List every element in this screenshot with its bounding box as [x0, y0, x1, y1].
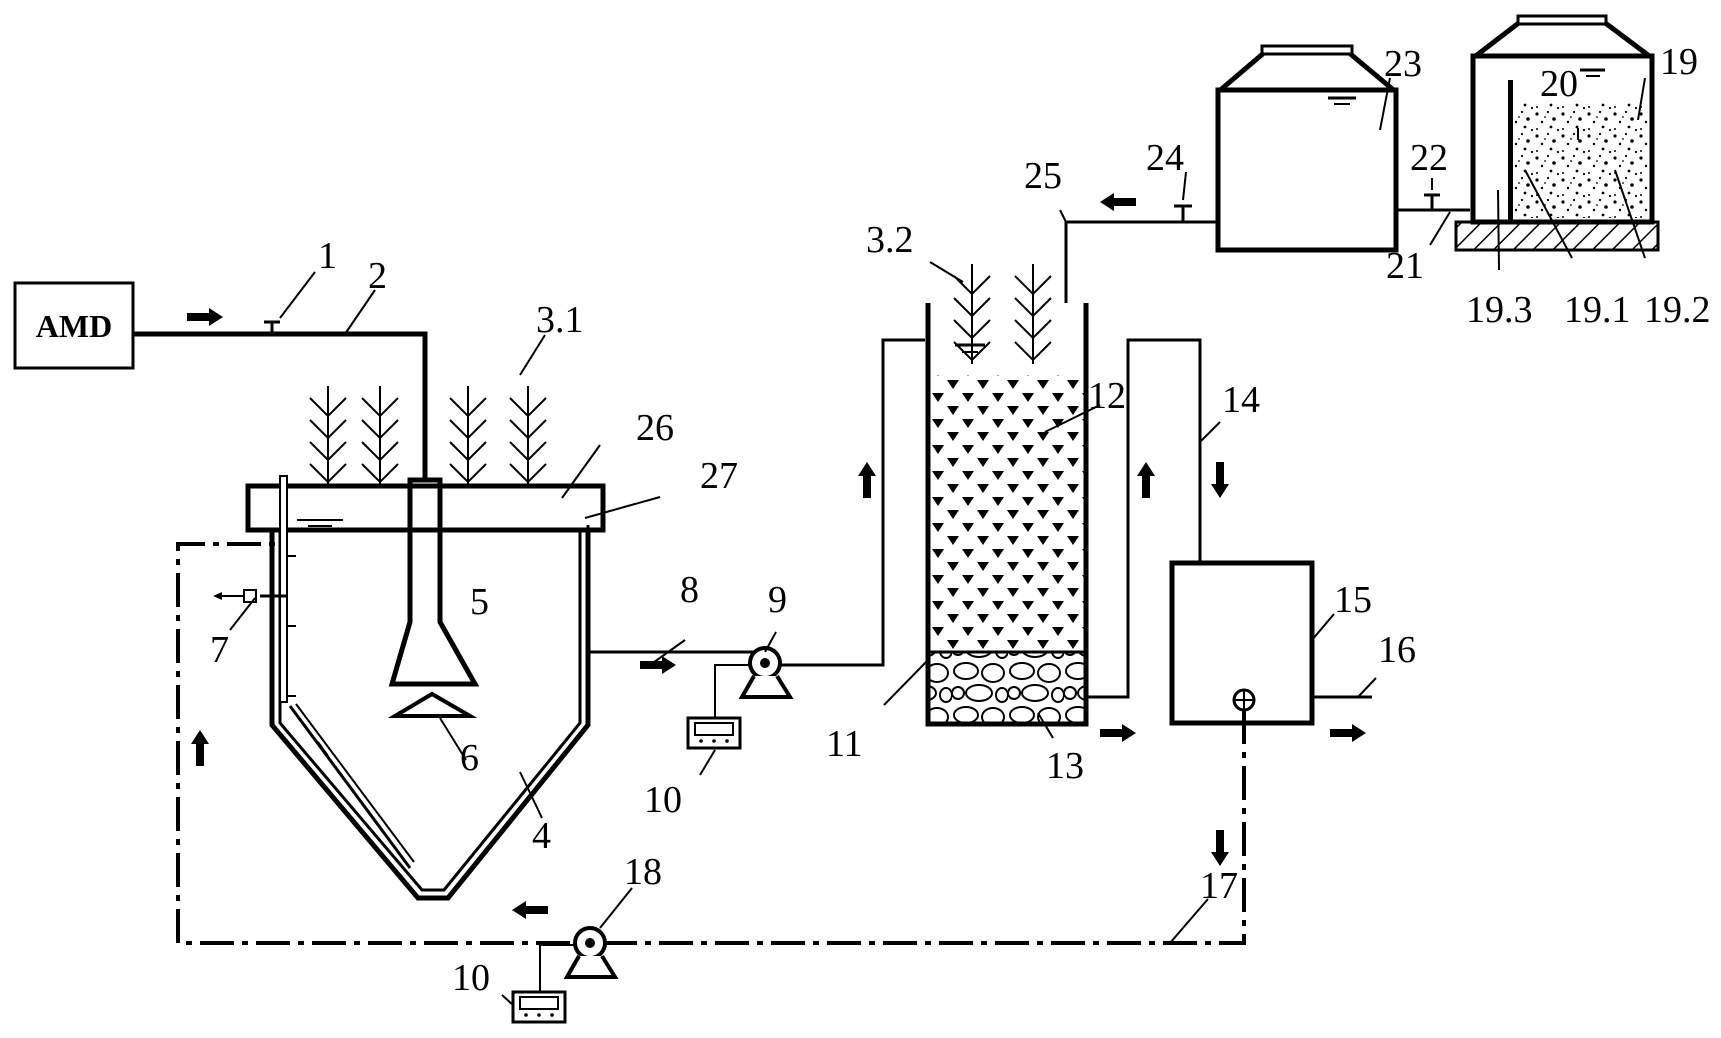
- callout-26: 26: [636, 407, 674, 449]
- pipe-14: [1086, 338, 1229, 699]
- callout-18: 18: [624, 851, 662, 893]
- amd-label: AMD: [36, 308, 112, 344]
- callout-11: 11: [826, 723, 863, 765]
- callout-24: 24: [1146, 137, 1184, 179]
- callout-10b: 10: [452, 957, 490, 999]
- callout-2: 2: [368, 255, 387, 297]
- callout-6: 6: [460, 737, 479, 779]
- tank-19: [1454, 14, 1660, 252]
- callout-27: 27: [700, 455, 738, 497]
- callout-19: 19: [1660, 41, 1698, 83]
- callout-20: 20: [1540, 63, 1578, 105]
- reactor-plants: [309, 385, 547, 487]
- callout-22: 22: [1410, 137, 1448, 179]
- pump-18: [511, 926, 619, 1024]
- callout-5: 5: [470, 581, 489, 623]
- reactor-vessel: [213, 475, 606, 901]
- recycle-line-17: [176, 542, 1246, 945]
- inlet-pipe: [133, 308, 428, 480]
- callout-9: 9: [768, 579, 787, 621]
- callout-3-2: 3.2: [866, 219, 914, 261]
- leader-lines: [229, 77, 1646, 1006]
- callout-19-3: 19.3: [1466, 289, 1533, 331]
- callout-7: 7: [210, 629, 229, 671]
- callout-21: 21: [1386, 245, 1424, 287]
- pipe-21: [1396, 193, 1470, 212]
- callout-23: 23: [1384, 43, 1422, 85]
- callout-8: 8: [680, 569, 699, 611]
- amd-source-box: AMD: [13, 281, 135, 370]
- pipe-8: [586, 338, 925, 674]
- filter-column: [925, 263, 1136, 742]
- callout-25: 25: [1024, 155, 1062, 197]
- callout-17: 17: [1200, 865, 1238, 907]
- callout-12: 12: [1088, 375, 1126, 417]
- callout-16: 16: [1378, 629, 1416, 671]
- callout-13: 13: [1046, 745, 1084, 787]
- callout-1: 1: [318, 235, 337, 277]
- callout-15: 15: [1334, 579, 1372, 621]
- pump-9: [686, 646, 794, 750]
- callout-14: 14: [1222, 379, 1260, 421]
- supply-line-25: [1064, 193, 1218, 303]
- callout-4: 4: [532, 815, 551, 857]
- callout-10a: 10: [644, 779, 682, 821]
- tank-23: [1215, 44, 1399, 253]
- callout-3-1: 3.1: [536, 299, 584, 341]
- callout-19-2: 19.2: [1644, 289, 1711, 331]
- callout-19-1: 19.1: [1564, 289, 1631, 331]
